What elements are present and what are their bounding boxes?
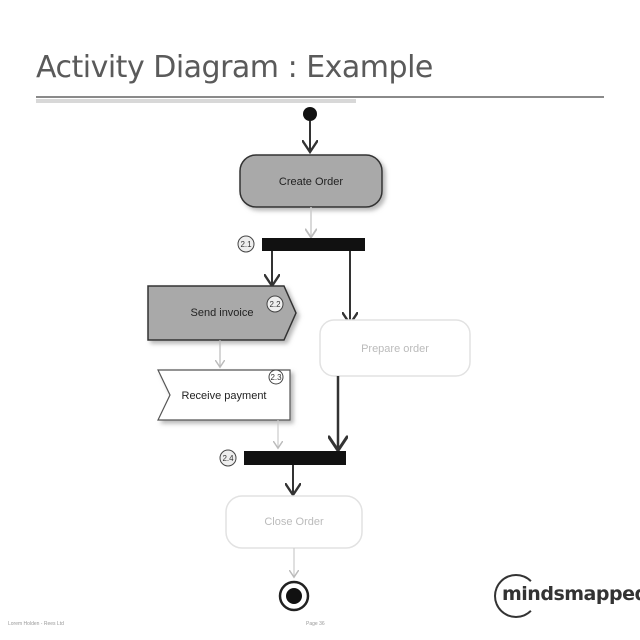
title-underline-shadow <box>36 99 356 103</box>
title-rule <box>36 96 604 98</box>
receive-payment-badge: 2.3 <box>270 373 282 382</box>
svg-text:2.1: 2.1 <box>240 240 252 249</box>
slide-title: Activity Diagram : Example <box>36 50 433 85</box>
fork-bar <box>262 238 365 251</box>
footer-left: Lorem Holden - Rees Ltd <box>8 621 64 627</box>
action-create-order: Create Order <box>239 154 383 208</box>
logo-text: mindsmapped <box>502 583 640 605</box>
footer-page-number: Page 36 <box>306 621 325 627</box>
action-prepare-order: Prepare order <box>319 319 471 377</box>
mindsmapped-logo: mindsmapped <box>494 574 640 618</box>
action-receive-payment: Receive payment 2.3 <box>157 369 291 421</box>
join-bar <box>244 451 346 465</box>
join-badge: 2.4 <box>219 449 237 467</box>
final-node <box>278 580 310 612</box>
action-send-invoice: Send invoice 2.2 <box>147 285 297 341</box>
send-invoice-label: Send invoice <box>191 307 254 319</box>
action-close-order: Close Order <box>225 495 363 549</box>
fork-badge: 2.1 <box>237 235 255 253</box>
close-order-label: Close Order <box>264 516 324 528</box>
initial-node <box>303 107 317 121</box>
send-invoice-badge: 2.2 <box>269 300 281 309</box>
create-order-label: Create Order <box>279 176 344 188</box>
svg-text:2.4: 2.4 <box>222 454 234 463</box>
prepare-order-label: Prepare order <box>361 343 429 355</box>
receive-payment-label: Receive payment <box>182 390 267 402</box>
logo-ring-icon <box>494 574 538 618</box>
